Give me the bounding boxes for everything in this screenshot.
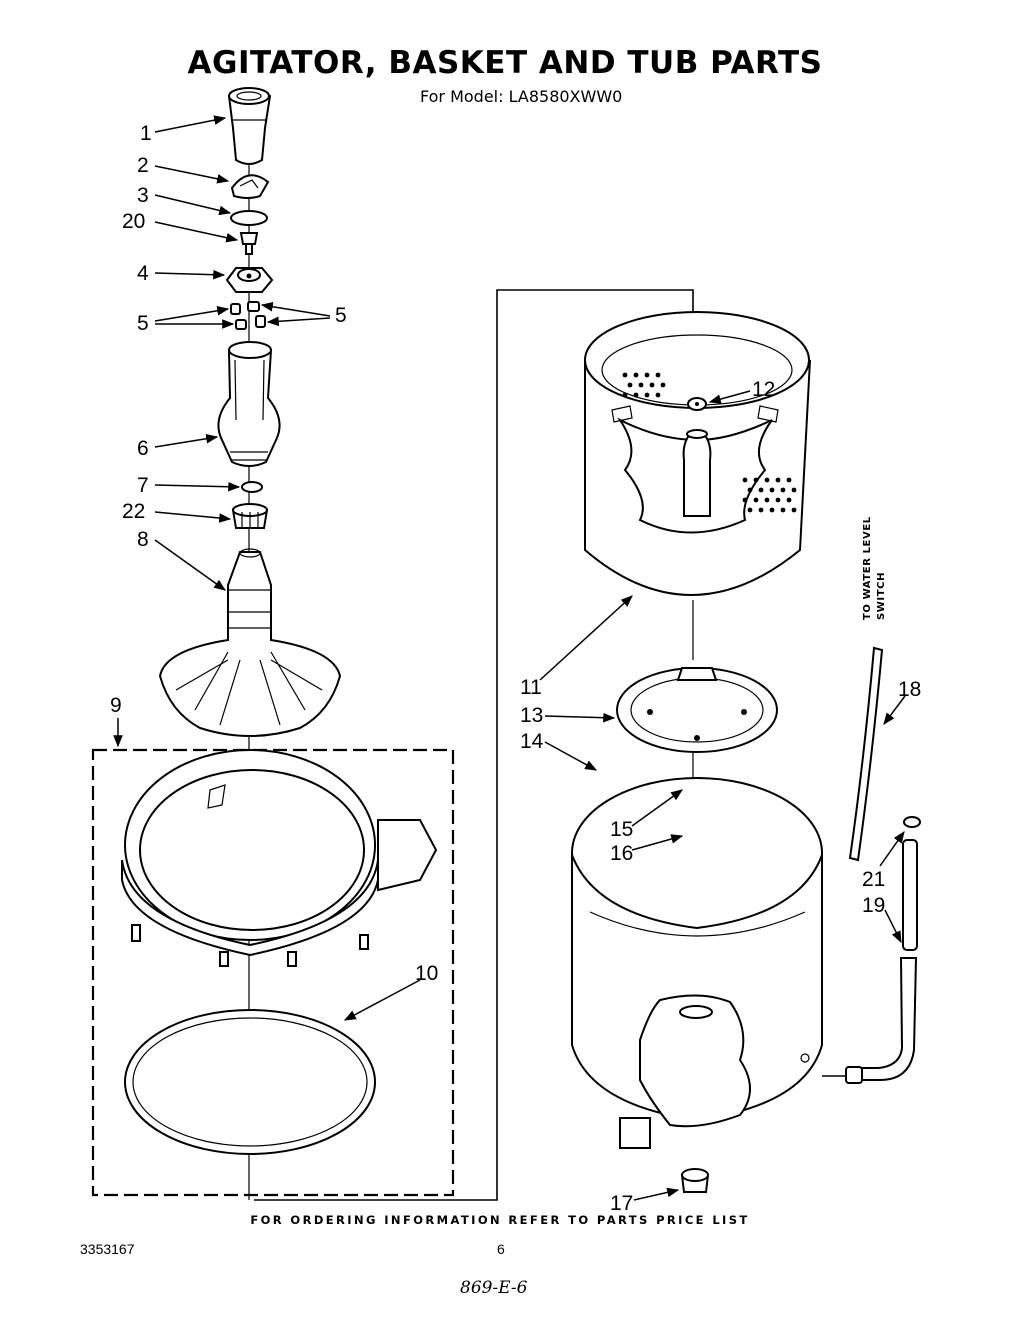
basket-hole <box>742 497 748 503</box>
callout-19: 19 <box>862 894 885 917</box>
basket-hole <box>764 477 770 483</box>
ordering-note: FOR ORDERING INFORMATION REFER TO PARTS … <box>250 1213 750 1227</box>
basket-hole <box>633 372 639 378</box>
callout-11: 11 <box>520 676 542 699</box>
basket-hole <box>627 382 633 388</box>
callout-21: 21 <box>862 868 885 891</box>
part-21-clamp <box>903 816 921 828</box>
basket-hole <box>649 382 655 388</box>
part-9-group-box <box>91 748 455 1197</box>
part-1-agitator-cap <box>227 87 272 165</box>
basket-hole <box>791 487 797 493</box>
part-14-outer-tub <box>571 777 823 1149</box>
part-18-pressure-hose <box>848 646 884 862</box>
basket-hole <box>622 392 628 398</box>
page-title: AGITATOR, BASKET AND TUB PARTS <box>187 45 823 81</box>
basket-hole <box>786 477 792 483</box>
basket-hole <box>747 487 753 493</box>
callout-5-left: 5 <box>137 312 149 335</box>
callout-5-right: 5 <box>335 304 347 327</box>
callout-15: 15 <box>610 818 633 841</box>
part-22-bushing <box>231 503 269 529</box>
callout-9: 9 <box>110 694 122 717</box>
part-5-dogs <box>230 301 266 330</box>
part-17-drain-fitting <box>680 1168 710 1193</box>
callout-numbers: 1 2 3 20 4 5 5 6 7 22 8 9 10 11 12 13 14… <box>110 122 921 1215</box>
water-level-switch-label: TO WATER LEVEL SWITCH <box>862 516 887 620</box>
model-subtitle: For Model: LA8580XWW0 <box>420 87 623 106</box>
part-10-seal-ring <box>124 1009 376 1155</box>
callout-14: 14 <box>520 730 544 753</box>
side-label-line2: SWITCH <box>876 572 887 620</box>
callout-12: 12 <box>752 378 775 401</box>
basket-hole <box>753 497 759 503</box>
callout-20: 20 <box>122 210 145 233</box>
page-number: 6 <box>497 1241 505 1257</box>
basket-hole <box>758 507 764 513</box>
basket-hole <box>764 497 770 503</box>
callout-16: 16 <box>610 842 633 865</box>
basket-hole <box>622 372 628 378</box>
basket-hole <box>791 507 797 513</box>
callout-6: 6 <box>137 437 149 460</box>
basket-hole <box>638 382 644 388</box>
basket-hole <box>780 487 786 493</box>
side-label-line1: TO WATER LEVEL <box>862 516 873 620</box>
basket-hole <box>769 507 775 513</box>
basket-hole <box>775 477 781 483</box>
part-13-drive-block <box>616 667 778 753</box>
basket-hole <box>780 507 786 513</box>
basket-hole <box>769 487 775 493</box>
part-11-basket <box>584 311 811 596</box>
basket-hole <box>660 382 666 388</box>
basket-hole <box>786 497 792 503</box>
document-number: 3353167 <box>80 1241 135 1257</box>
callout-10: 10 <box>415 962 438 985</box>
part-12-fitting <box>687 397 707 411</box>
part-6-agitator-barrel <box>217 341 281 467</box>
part-20-plug <box>239 232 259 255</box>
part-9-tub-ring <box>121 749 438 967</box>
callout-2: 2 <box>137 154 149 177</box>
callout-1: 1 <box>140 122 152 145</box>
callout-7: 7 <box>137 474 149 497</box>
basket-hole <box>775 497 781 503</box>
callout-22: 22 <box>122 500 145 523</box>
basket-hole <box>644 392 650 398</box>
part-7-ring <box>241 481 263 493</box>
basket-perforations <box>622 372 797 513</box>
callout-4: 4 <box>137 262 149 285</box>
handwritten-note: 869-E-6 <box>460 1278 528 1298</box>
basket-hole <box>644 372 650 378</box>
basket-hole <box>633 392 639 398</box>
part-8-agitator-base <box>158 548 342 737</box>
part-2-cap-insert <box>230 174 270 199</box>
basket-hole <box>747 507 753 513</box>
basket-hole <box>742 477 748 483</box>
basket-hole <box>655 392 661 398</box>
part-19-hose <box>822 839 918 1084</box>
callout-13: 13 <box>520 704 543 727</box>
basket-hole <box>758 487 764 493</box>
callout-17: 17 <box>610 1192 633 1215</box>
basket-hole <box>655 372 661 378</box>
callout-8: 8 <box>137 528 149 551</box>
part-3-ring <box>230 210 268 226</box>
callout-18: 18 <box>898 678 921 701</box>
part-4-cam <box>225 267 274 293</box>
callout-3: 3 <box>137 184 149 207</box>
leader-lines <box>113 115 906 1201</box>
basket-hole <box>753 477 759 483</box>
